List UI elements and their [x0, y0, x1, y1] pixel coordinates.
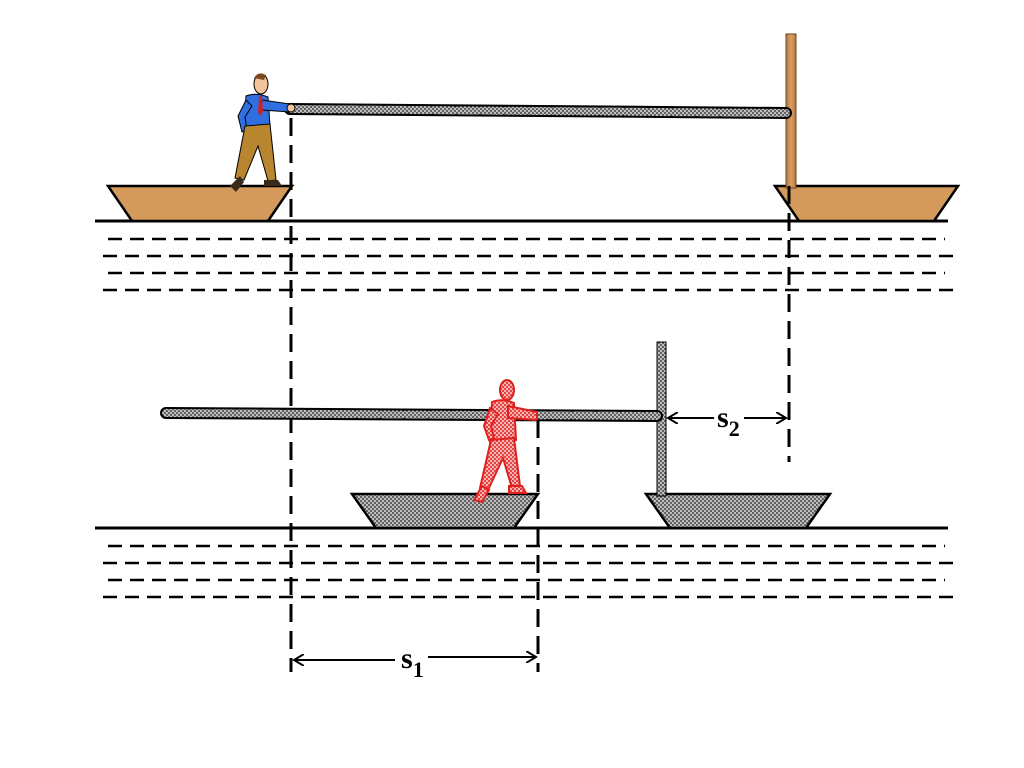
- s1-dimension: s1: [294, 642, 536, 682]
- bottom-rope: [160, 407, 663, 422]
- s1-label: s1: [401, 642, 424, 682]
- man-silhouette-icon: [472, 379, 538, 504]
- s1-label-main: s: [401, 642, 413, 675]
- s2-label-main: s: [717, 401, 729, 434]
- top-right-boat: [772, 184, 961, 223]
- bottom-water-dashes: [103, 544, 955, 599]
- s2-label: s2: [717, 401, 740, 441]
- man-pulling-icon: [230, 73, 296, 192]
- s2-label-sub: 2: [729, 416, 740, 441]
- bottom-left-boat: [349, 492, 541, 530]
- top-scene: [95, 33, 961, 672]
- s2-dimension: s2: [668, 401, 786, 441]
- bottom-right-boat: [643, 492, 833, 530]
- top-water-dashes: [103, 237, 955, 292]
- top-rope: [284, 103, 792, 119]
- s1-label-sub: 1: [413, 657, 424, 682]
- bottom-scene: [95, 341, 955, 672]
- top-left-boat: [105, 184, 295, 223]
